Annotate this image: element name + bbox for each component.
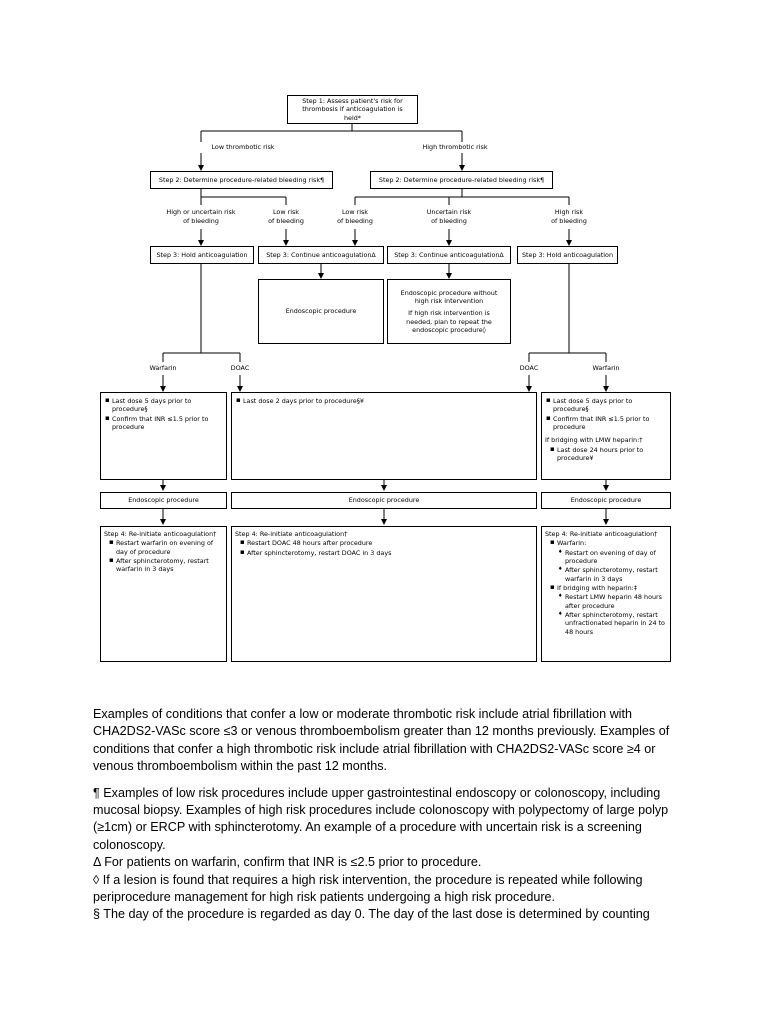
bullet-item: Restart DOAC 48 hours after procedure [239, 538, 533, 547]
sub-bullet-item: Restart LMW heparin 48 hours after proce… [549, 593, 667, 610]
footnote-procedure-risk: ¶ Examples of low risk procedures includ… [93, 785, 669, 852]
pre-procedure-warfarin-left-box: Last dose 5 days prior to procedure§ Con… [100, 392, 227, 480]
endoscopic-procedure-right-box: Endoscopic procedure [541, 492, 671, 509]
doac-left-label: DOAC [230, 364, 250, 372]
bleeding-risk-low-right-label: Low risk of bleeding [337, 208, 373, 225]
bullet-item: Confirm that INR ≤1.5 prior to procedure [104, 414, 223, 432]
footnotes: Examples of conditions that confer a low… [93, 706, 683, 924]
bullet-item: Warfarin: [549, 538, 667, 547]
bullet-item: Confirm that INR ≤1.5 prior to procedure [545, 414, 667, 432]
step2-left-text: Step 2: Determine procedure-related blee… [158, 175, 325, 184]
bullet-item: Last dose 5 days prior to procedure§ [545, 396, 667, 414]
warfarin-right-label: Warfarin [592, 364, 620, 372]
bullet-item: Restart warfarin on evening of day of pr… [108, 538, 223, 556]
pre-procedure-warfarin-right-box: Last dose 5 days prior to procedure§ Con… [541, 392, 671, 480]
bridging-lmw-heparin-text: If bridging with LMW heparin:† [545, 436, 643, 445]
step3-hold-right-text: Step 3: Hold anticoagulation [521, 250, 614, 259]
low-thrombotic-risk-label: Low thrombotic risk [211, 143, 275, 151]
step3-hold-left-text: Step 3: Hold anticoagulation [156, 250, 248, 259]
pre-procedure-doac-box: Last dose 2 days prior to procedure§¥ [231, 392, 537, 480]
bullet-item: Last dose 2 days prior to procedure§¥ [235, 396, 533, 405]
endoscopic-procedure-text: Endoscopic procedure [285, 307, 357, 316]
flowchart-connectors [160, 123, 609, 525]
footnote-repeat-procedure: ◊ If a lesion is found that requires a h… [93, 872, 643, 905]
endoscopic-procedure-text: Endoscopic procedure [348, 496, 420, 505]
repeat-procedure-text: If high risk intervention is needed, pla… [406, 309, 492, 334]
step1-text: Step 1: Assess patient's risk for thromb… [302, 97, 405, 122]
step3-hold-left-box: Step 3: Hold anticoagulation [150, 246, 254, 264]
footnote-inr: Δ For patients on warfarin, confirm that… [93, 855, 482, 870]
step4-mid-box: Step 4: Re-initiate anticoagulation† Res… [231, 526, 537, 662]
bullet-item: If bridging with heparin:‡ [549, 583, 667, 592]
footnote-day-zero: § The day of the procedure is regarded a… [93, 907, 650, 922]
step3-hold-right-box: Step 3: Hold anticoagulation [517, 246, 618, 264]
step1-box: Step 1: Assess patient's risk for thromb… [287, 95, 418, 124]
step3-continue-left-text: Step 3: Continue anticoagulationΔ [266, 250, 376, 259]
endoscopic-procedure-box-low: Endoscopic procedure [258, 279, 384, 344]
bleeding-risk-low-left-label: Low risk of bleeding [268, 208, 304, 225]
bullet-item: Last dose 5 days prior to procedure§ [104, 396, 223, 414]
doac-right-label: DOAC [519, 364, 539, 372]
bleeding-risk-uncertain-label: Uncertain risk of bleeding [426, 208, 472, 225]
step4-title: Step 4: Re-initiate anticoagulation† [545, 530, 658, 538]
step3-continue-left-box: Step 3: Continue anticoagulationΔ [258, 246, 384, 264]
endoscopic-procedure-no-high-risk-box: Endoscopic procedure without high risk i… [387, 279, 511, 344]
step2-left-box: Step 2: Determine procedure-related blee… [150, 171, 333, 189]
bleeding-risk-high-label: High risk of bleeding [551, 208, 587, 225]
step4-title: Step 4: Re-initiate anticoagulation† [235, 530, 348, 538]
bullet-item: After sphincterotomy, restart warfarin i… [108, 556, 223, 574]
sub-bullet-item: Restart on evening of day of procedure [549, 549, 667, 566]
sub-bullet-item: After sphincterotomy, restart warfarin i… [549, 566, 667, 583]
endoscopic-procedure-mid-box: Endoscopic procedure [231, 492, 537, 509]
step2-right-box: Step 2: Determine procedure-related blee… [370, 171, 553, 189]
sub-bullet-item: After sphincterotomy, restart unfraction… [549, 611, 667, 636]
step3-continue-right-box: Step 3: Continue anticoagulationΔ [387, 246, 511, 264]
step4-right-box: Step 4: Re-initiate anticoagulation† War… [541, 526, 671, 662]
footnote-thrombotic-risk: Examples of conditions that confer a low… [93, 707, 670, 774]
endoscopic-procedure-text: Endoscopic procedure [128, 496, 199, 505]
bleeding-risk-high-uncertain-label: High or uncertain risk of bleeding [166, 208, 236, 225]
step4-left-box: Step 4: Re-initiate anticoagulation† Res… [100, 526, 227, 662]
step4-title: Step 4: Re-initiate anticoagulation† [104, 530, 217, 538]
endoscopic-no-high-risk-text: Endoscopic procedure without high risk i… [400, 288, 498, 305]
high-thrombotic-risk-label: High thrombotic risk [422, 143, 488, 151]
endoscopic-procedure-text: Endoscopic procedure [570, 496, 642, 505]
step3-continue-right-text: Step 3: Continue anticoagulationΔ [394, 250, 504, 259]
bullet-item: Last dose 24 hours prior to procedure¥ [549, 445, 667, 463]
step2-right-text: Step 2: Determine procedure-related blee… [378, 175, 545, 184]
bullet-item: After sphincterotomy, restart DOAC in 3 … [239, 548, 533, 557]
endoscopic-procedure-left-box: Endoscopic procedure [100, 492, 227, 509]
warfarin-left-label: Warfarin [149, 364, 177, 372]
